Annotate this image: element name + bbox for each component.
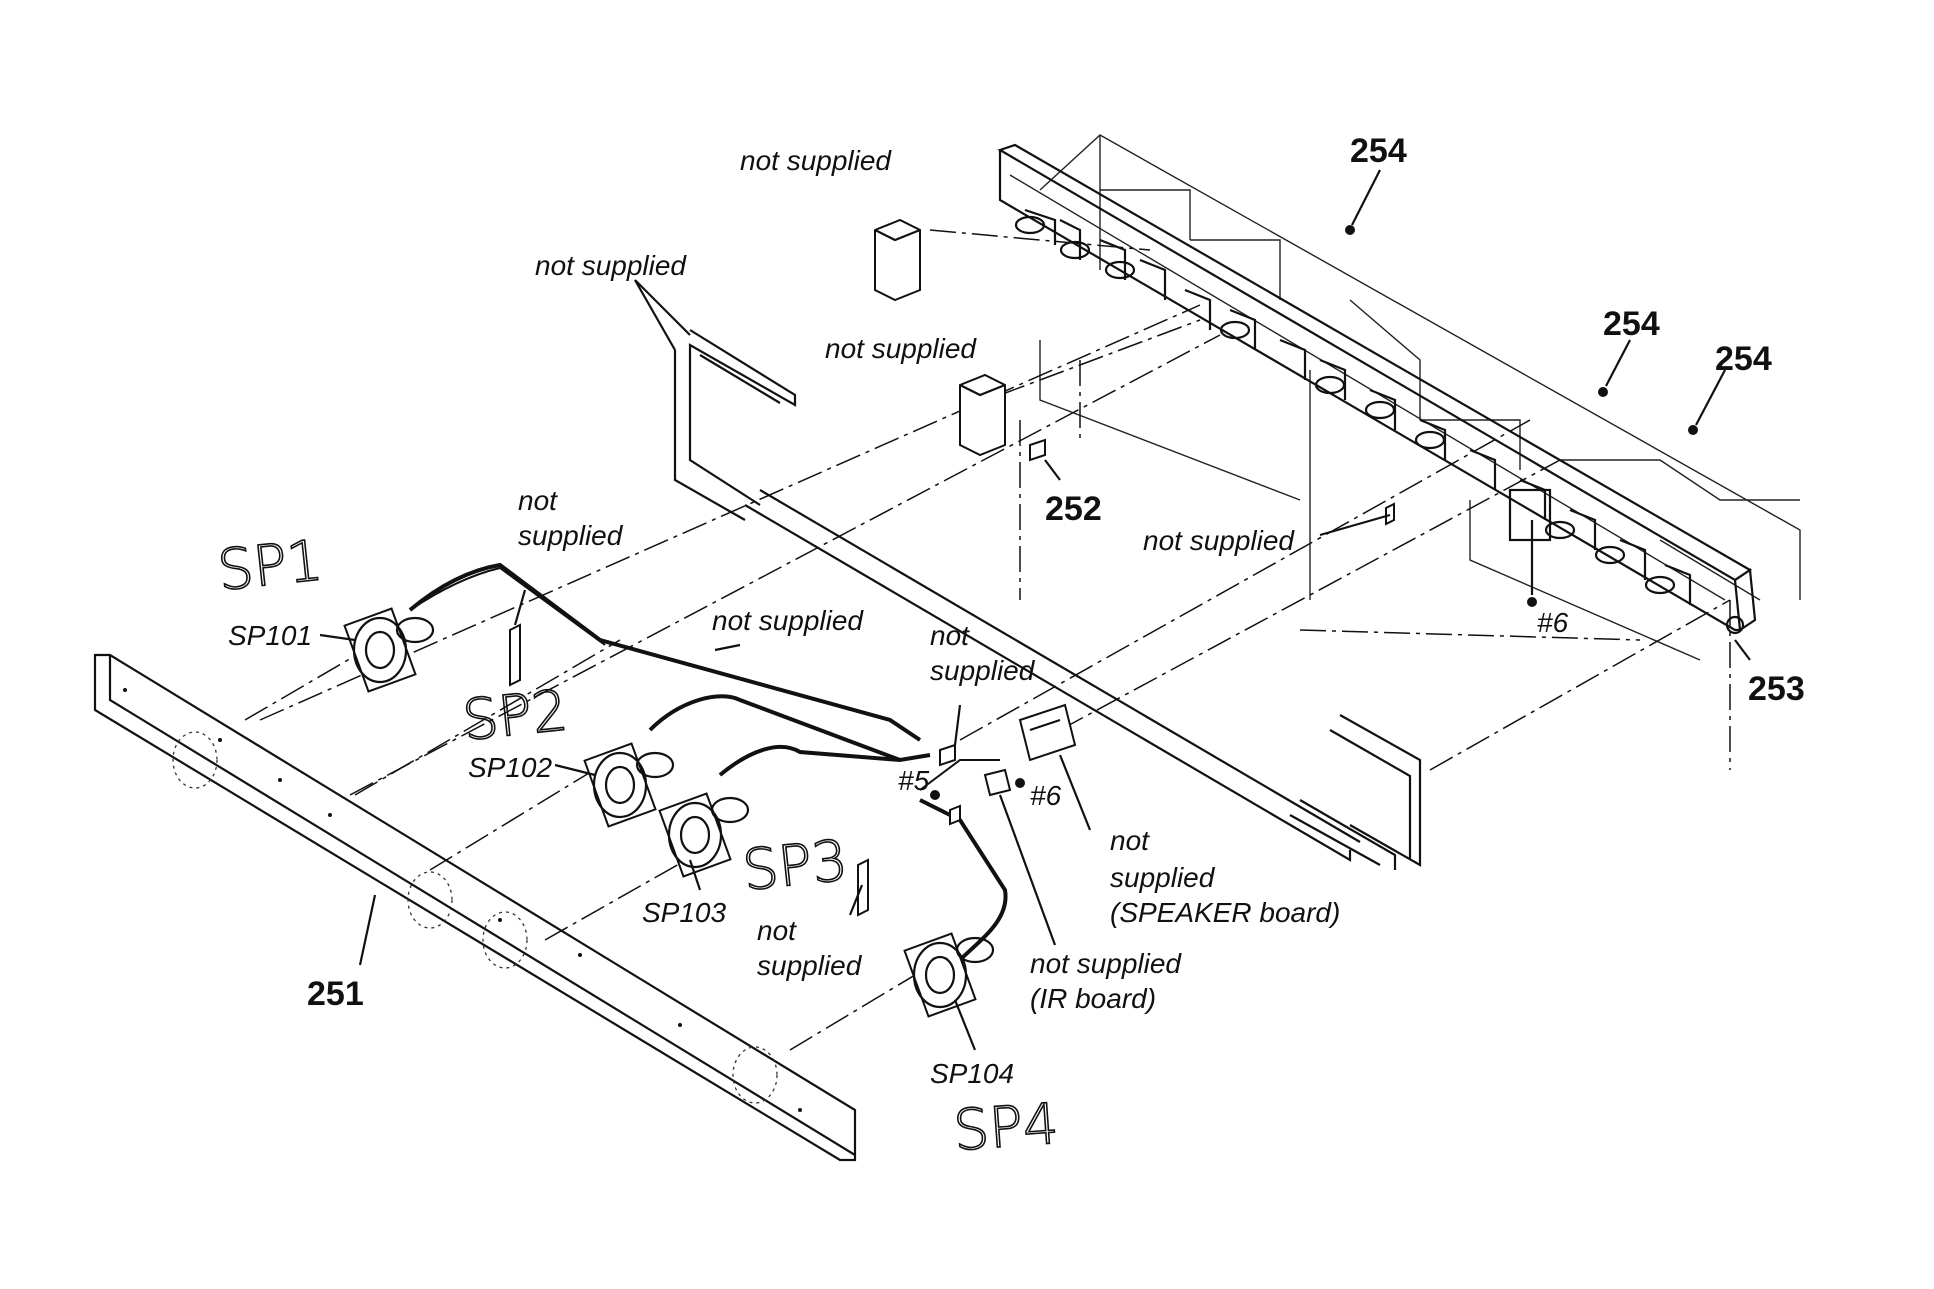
label-part-252: 252	[1045, 490, 1102, 528]
handwritten-sp4: SP4	[951, 1092, 1060, 1164]
board-components	[1014, 208, 1745, 635]
label-speaker-board: (SPEAKER board)	[1110, 897, 1340, 928]
labels: not supplied not supplied not supplied n…	[228, 132, 1805, 1089]
label-not-bottom: not	[757, 915, 797, 946]
front-board-253	[997, 143, 1757, 635]
label-sp104: SP104	[930, 1058, 1014, 1089]
label-screw6-right: #6	[1537, 607, 1569, 638]
label-supplied-center: supplied	[930, 655, 1036, 686]
label-not-supplied-grille: not supplied	[535, 250, 687, 281]
label-sp103: SP103	[642, 897, 726, 928]
alignment-lines	[244, 229, 1731, 1051]
label-screw6-board: #6	[1030, 780, 1062, 811]
small-parts	[509, 218, 1395, 917]
handwritten-sp2: SP2	[460, 678, 571, 754]
label-not-supplied-block: not supplied	[825, 333, 977, 364]
handwritten-labels: SP1 SP2 SP3 SP4	[214, 528, 1062, 1165]
handwritten-sp1: SP1	[215, 528, 326, 604]
label-part-251: 251	[307, 975, 364, 1013]
grille-frame	[673, 329, 1422, 870]
handwritten-sp3: SP3	[740, 828, 851, 904]
label-sp102: SP102	[468, 752, 552, 783]
label-ir-board: (IR board)	[1030, 983, 1156, 1014]
label-not-left: not	[518, 485, 558, 516]
label-part-254-right: 254	[1715, 340, 1772, 378]
label-part-253: 253	[1748, 670, 1805, 708]
label-not-supplied-ir: not supplied	[1030, 948, 1182, 979]
label-supplied-bottom: supplied	[757, 950, 863, 981]
label-not-supplied-top: not supplied	[740, 145, 892, 176]
speaker-sp104	[903, 932, 995, 1018]
label-not-supplied-right: not supplied	[1143, 525, 1295, 556]
label-sp101: SP101	[228, 620, 312, 651]
front-panel-251	[93, 653, 857, 1162]
speaker-cables	[408, 562, 1008, 962]
label-part-254-top: 254	[1350, 132, 1407, 170]
label-not-center: not	[930, 620, 970, 651]
leader-lines	[319, 169, 1751, 1051]
screws	[930, 225, 1698, 800]
speaker-sp101	[343, 607, 435, 693]
speaker-sp103	[658, 792, 750, 878]
label-part-254-mid: 254	[1603, 305, 1660, 343]
label-supplied-left: supplied	[518, 520, 624, 551]
rear-cabinet-outline	[1039, 134, 1801, 661]
speaker-sp102	[583, 742, 675, 828]
label-screw5: #5	[898, 765, 930, 796]
label-supplied-speaker-board: supplied	[1110, 862, 1216, 893]
label-not-speaker-board: not	[1110, 825, 1150, 856]
label-not-supplied-cable: not supplied	[712, 605, 864, 636]
